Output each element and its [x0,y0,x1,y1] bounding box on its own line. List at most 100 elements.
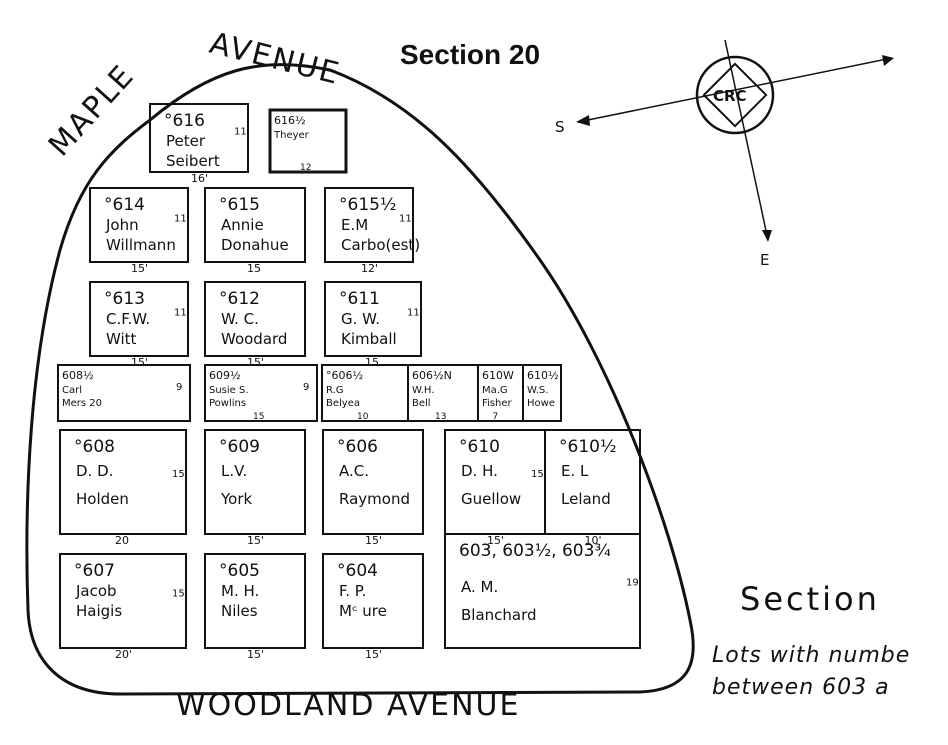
lot-bottom-dimension: 15' [247,356,264,369]
lot-boundary [322,553,424,649]
lot-number: °605 [219,561,260,581]
lot-owner-line: Susie S. [209,385,249,396]
lot-bottom-dimension: 12 [300,163,311,173]
lot-owner-line: Carbo(est) [341,236,420,254]
lot-number: 608½ [62,369,94,382]
lot-owner-line: Annie [221,216,264,234]
lot-bottom-dimension: 15' [131,356,148,369]
lot-owner-line: A. M. [461,578,498,596]
street-label-maple: MAPLE [42,58,142,163]
lot-number: °609 [219,437,260,457]
lot-boundary [59,429,187,535]
lot-side-dimension: 15' [172,469,187,480]
lot-owner-line: Willmann [106,236,176,254]
lot-bottom-dimension: 15 [365,356,379,369]
lot-bottom-dimension: 15' [365,648,382,661]
lot-side-dimension: 15 [172,588,185,599]
note-line-2: between 603 a [712,675,890,700]
lot: 610½W.S.Howe [522,364,562,422]
lot-number: °614 [104,195,145,215]
lot-side-dimension: 11 [407,307,420,318]
lot-boundary [324,187,414,263]
lot-owner-line: G. W. [341,310,380,328]
arrow-east-icon [762,230,772,242]
lot-owner-line: Belyea [326,398,360,409]
lot-side-dimension: 11 [399,213,412,224]
lot-bottom-dimension: 15' [247,534,264,547]
lot-owner-line: Kimball [341,330,397,348]
lot-side-dimension: 9 [176,382,182,393]
lot-number: °607 [74,561,115,581]
lot-owner-line: Holden [76,490,129,508]
lot-bottom-dimension: 20 [115,534,129,547]
lot-boundary [59,553,187,649]
lot-number: °610 [459,437,500,457]
lot-bottom-dimension: 20' [115,648,132,661]
lot-number: °610½ [559,437,616,457]
lot-owner-line: Jacob [75,582,117,600]
lot-side-dimension: 15' [531,469,546,480]
arrow-south-icon [576,115,590,126]
lot-owner-line: York [220,490,253,508]
lot-owner-line: Ma.G [482,385,508,396]
lot-owner-line: L.V. [221,462,247,480]
lot-number: 610½ [527,369,559,382]
lot-owner-line: F. P. [339,582,366,600]
lot-boundary [444,533,641,649]
lot-owner-line: W.S. [527,385,548,396]
lot-bottom-dimension: 15 [247,262,261,275]
street-label-woodland: WOODLAND AVENUE [176,688,520,723]
lot-boundary [322,429,424,535]
lot-owner-line: Woodard [221,330,287,348]
lot-bottom-dimension: 15 [253,412,264,422]
lot-number: °616 [164,111,205,131]
compass-south-label: S [555,118,565,136]
street-label-avenue: AVENUE [206,26,344,92]
lot-bottom-dimension: 10' [585,534,602,547]
lot-owner-line: Donahue [221,236,289,254]
lot-number: °606½ [326,369,363,382]
lot-number: 603, 603½, 603¾ [459,541,611,561]
compass-ew-line [724,39,769,241]
lot-number: 610W [482,369,514,382]
lot-owner-line: Seibert [166,152,220,170]
lot-boundary [268,108,348,174]
compass: CRC S E [555,39,894,269]
lot-owner-line: C.F.W. [106,310,150,328]
lot-owner-line: Theyer [273,130,310,141]
lot-bottom-dimension: 12' [361,262,378,275]
lot-owner-line: Guellow [461,490,521,508]
lot-side-dimension: 19' [626,577,641,588]
lot-owner-line: W. C. [221,310,259,328]
lot-number: °604 [337,561,378,581]
lot-boundary [204,429,306,535]
lot-owner-line: Fisher [482,398,513,409]
lot-bottom-dimension: 13 [435,412,446,422]
lot-number: °608 [74,437,115,457]
lot-owner-line: Niles [221,602,258,620]
compass-east-label: E [760,251,769,269]
lot-bottom-dimension: 15' [247,648,264,661]
lot-boundary [57,364,191,422]
lot-side-dimension: 11 [174,307,187,318]
lot-owner-line: A.C. [339,462,369,480]
lot-boundary [204,281,306,357]
lot-number: °612 [219,289,260,309]
lot-boundary [204,553,306,649]
lot-owner-line: Bell [412,398,431,409]
lot-number: °615 [219,195,260,215]
lot-boundary [149,103,249,173]
lot-number: 616½ [274,114,306,127]
lot-number: 609½ [209,369,241,382]
lot-owner-line: E. L [561,462,589,480]
